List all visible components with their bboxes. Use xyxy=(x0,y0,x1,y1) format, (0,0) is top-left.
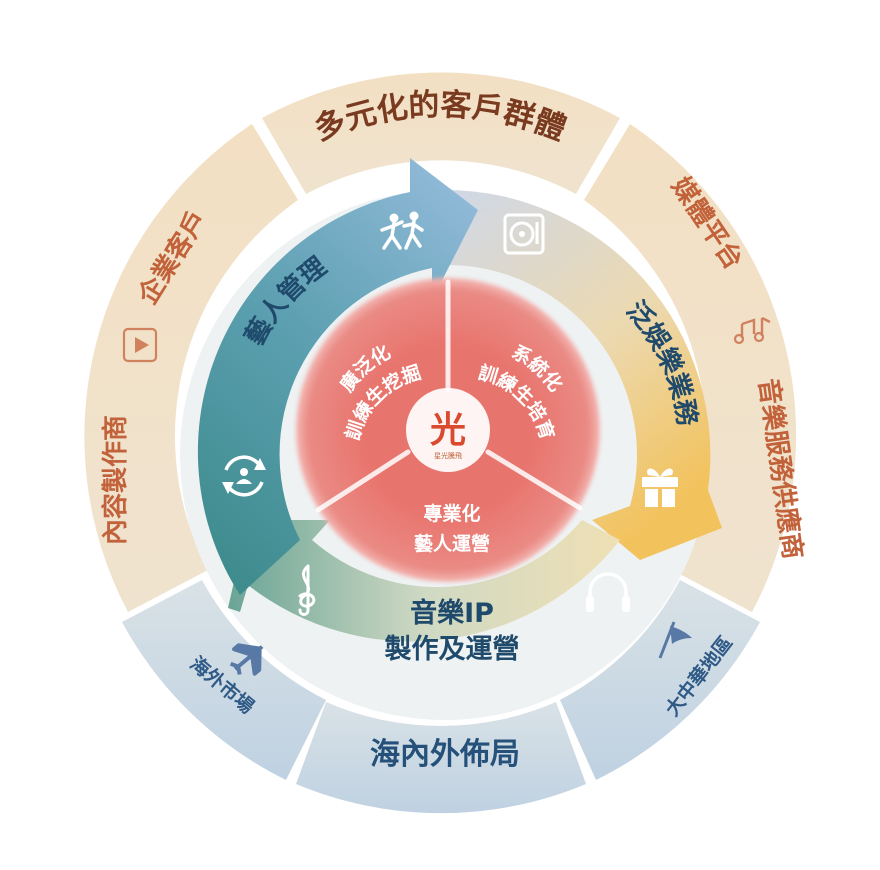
pan-entertainment-segment xyxy=(445,189,722,560)
outer-segment-top xyxy=(262,72,620,194)
artist-management-segment xyxy=(197,158,478,595)
play-button-icon xyxy=(122,327,158,363)
logo-glyph: 光 xyxy=(430,410,466,451)
airplane-icon xyxy=(229,639,271,676)
headphones-icon xyxy=(586,572,630,612)
core-bottom-line1: 專業化 xyxy=(423,502,480,525)
outer-segment-right xyxy=(584,124,797,612)
music-notes-icon xyxy=(733,316,771,345)
cycle-people-icon xyxy=(222,455,266,497)
outer-bottom-title: 海內外佈局 xyxy=(370,737,520,772)
logo-caption: 星光騰飛 xyxy=(434,451,462,460)
music-ip-label-line2: 製作及運營 xyxy=(385,634,520,665)
music-ip-label-line1: 音樂IP xyxy=(410,597,494,629)
outer-segment-bottom-left xyxy=(122,580,326,780)
treble-clef-icon xyxy=(298,564,316,616)
outer-segment-bottom-right xyxy=(560,580,760,780)
outer-segment-left xyxy=(84,124,298,612)
vinyl-record-icon xyxy=(503,213,545,255)
core-bottom-line2: 藝人運營 xyxy=(414,532,490,555)
outer-ring xyxy=(84,72,797,814)
dancers-icon xyxy=(380,211,424,250)
music-ip-segment xyxy=(228,520,620,642)
outer-content-label: 內容製作商 xyxy=(100,415,131,545)
flag-icon xyxy=(658,621,692,659)
outer-segment-bottom xyxy=(296,702,586,814)
gift-icon xyxy=(642,468,678,507)
brand-logo: 光 星光騰飛 xyxy=(406,388,490,472)
